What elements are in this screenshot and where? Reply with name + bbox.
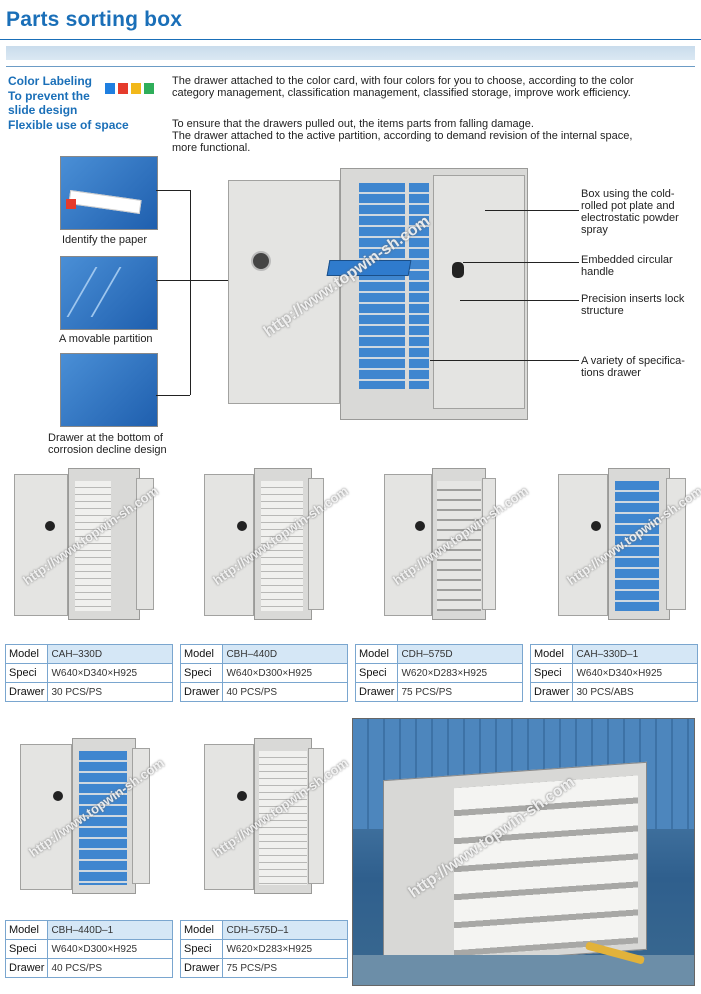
cabinet-photo-cdh-575d-1: http://www.topwin-sh.com xyxy=(204,738,351,894)
drawer-column-right xyxy=(409,183,429,389)
lock-icon xyxy=(251,251,271,271)
header-band-rule xyxy=(6,66,695,67)
header-band xyxy=(6,46,695,60)
callout-line xyxy=(463,262,579,263)
paragraph-color-card: The drawer attached to the color card, w… xyxy=(172,75,634,99)
color-swatch-green xyxy=(144,83,154,94)
main-cabinet-photo: http://www.topwin-sh.com xyxy=(228,168,538,423)
connector-line xyxy=(156,190,190,191)
callout-drawer-specs: A variety of specifica-tions drawer xyxy=(581,355,685,379)
title-rule xyxy=(0,39,701,40)
cabinet-photo-cdh-575d: http://www.topwin-sh.com xyxy=(384,468,531,620)
cabinet-photo-cbh-440d-1: http://www.topwin-sh.com xyxy=(20,738,167,894)
callout-cold-rolled: Box using the cold-rolled pot plate and … xyxy=(581,188,679,236)
callout-line xyxy=(460,300,579,301)
drawer-column-left xyxy=(359,183,405,389)
feature-color-labeling: Color Labeling xyxy=(8,74,92,88)
color-swatch-blue xyxy=(105,83,115,94)
color-swatch-red xyxy=(118,83,128,94)
caption-drawer-bottom: Drawer at the bottom of corrosion declin… xyxy=(48,432,167,456)
callout-lock-structure: Precision inserts lock structure xyxy=(581,293,685,317)
callout-line xyxy=(430,360,579,361)
cabinet-photo-cbh-440d: http://www.topwin-sh.com xyxy=(204,468,351,620)
paragraph-drawer-safety: To ensure that the drawers pulled out, t… xyxy=(172,118,534,130)
callout-circular-handle: Embedded circular handle xyxy=(581,254,673,278)
cabinet-right-door xyxy=(433,175,525,409)
connector-line xyxy=(156,395,190,396)
detail-photo-identify-paper xyxy=(60,156,158,230)
cabinet-photo-cah-330d-1: http://www.topwin-sh.com xyxy=(558,468,701,620)
lifestyle-photo: http://www.topwin-sh.com xyxy=(352,718,695,986)
cabinet-left-door xyxy=(228,180,340,404)
callout-line xyxy=(485,210,579,211)
detail-photo-movable-partition xyxy=(60,256,158,330)
detail-photo-drawer-bottom xyxy=(60,353,158,427)
sorting-box xyxy=(383,761,647,969)
cabinet-photo-cah-330d: http://www.topwin-sh.com xyxy=(14,468,161,620)
paragraph-partition: The drawer attached to the active partit… xyxy=(172,130,633,154)
feature-flexible-space: Flexible use of space xyxy=(8,118,129,132)
color-swatch-yellow xyxy=(131,83,141,94)
handle-icon xyxy=(452,262,464,278)
caption-identify-paper: Identify the paper xyxy=(62,234,148,246)
feature-slide-design: To prevent the slide design xyxy=(8,89,90,117)
connector-line xyxy=(190,190,191,395)
caption-movable-partition: A movable partition xyxy=(59,333,153,345)
page-title: Parts sorting box xyxy=(6,8,183,31)
cabinet-body xyxy=(340,168,528,420)
